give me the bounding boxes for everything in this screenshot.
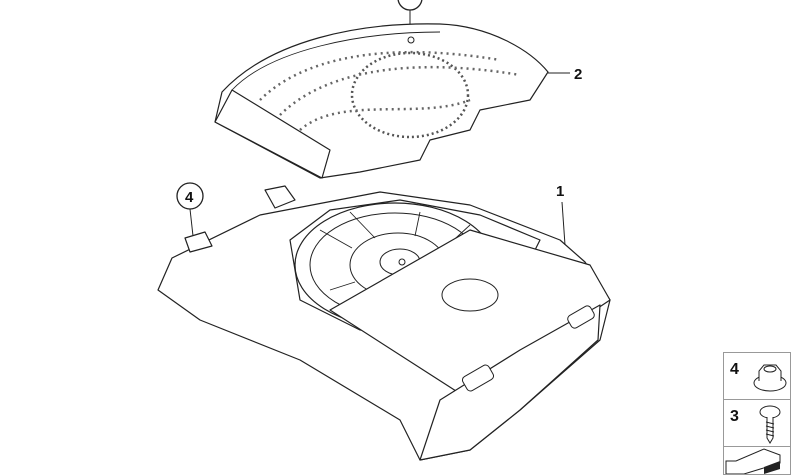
subwoofer-housing (157, 185, 611, 461)
wedge-icon (725, 448, 781, 474)
screw-icon (759, 405, 781, 444)
hex-nut-icon (753, 364, 787, 392)
callout-subwoofer[interactable]: 1 (556, 183, 566, 246)
svg-text:2: 2 (574, 66, 582, 83)
legend-item-wedge[interactable] (724, 447, 790, 474)
legend-item-nut[interactable]: 4 (724, 353, 790, 400)
svg-text:1: 1 (556, 183, 564, 200)
callout-nut[interactable]: 4 (176, 182, 204, 237)
grille-cover (214, 23, 549, 179)
svg-text:4: 4 (185, 189, 194, 206)
parts-legend: 4 3 (723, 352, 791, 475)
legend-item-screw[interactable]: 3 (724, 400, 790, 447)
callout-cover[interactable]: 2 (548, 66, 582, 83)
